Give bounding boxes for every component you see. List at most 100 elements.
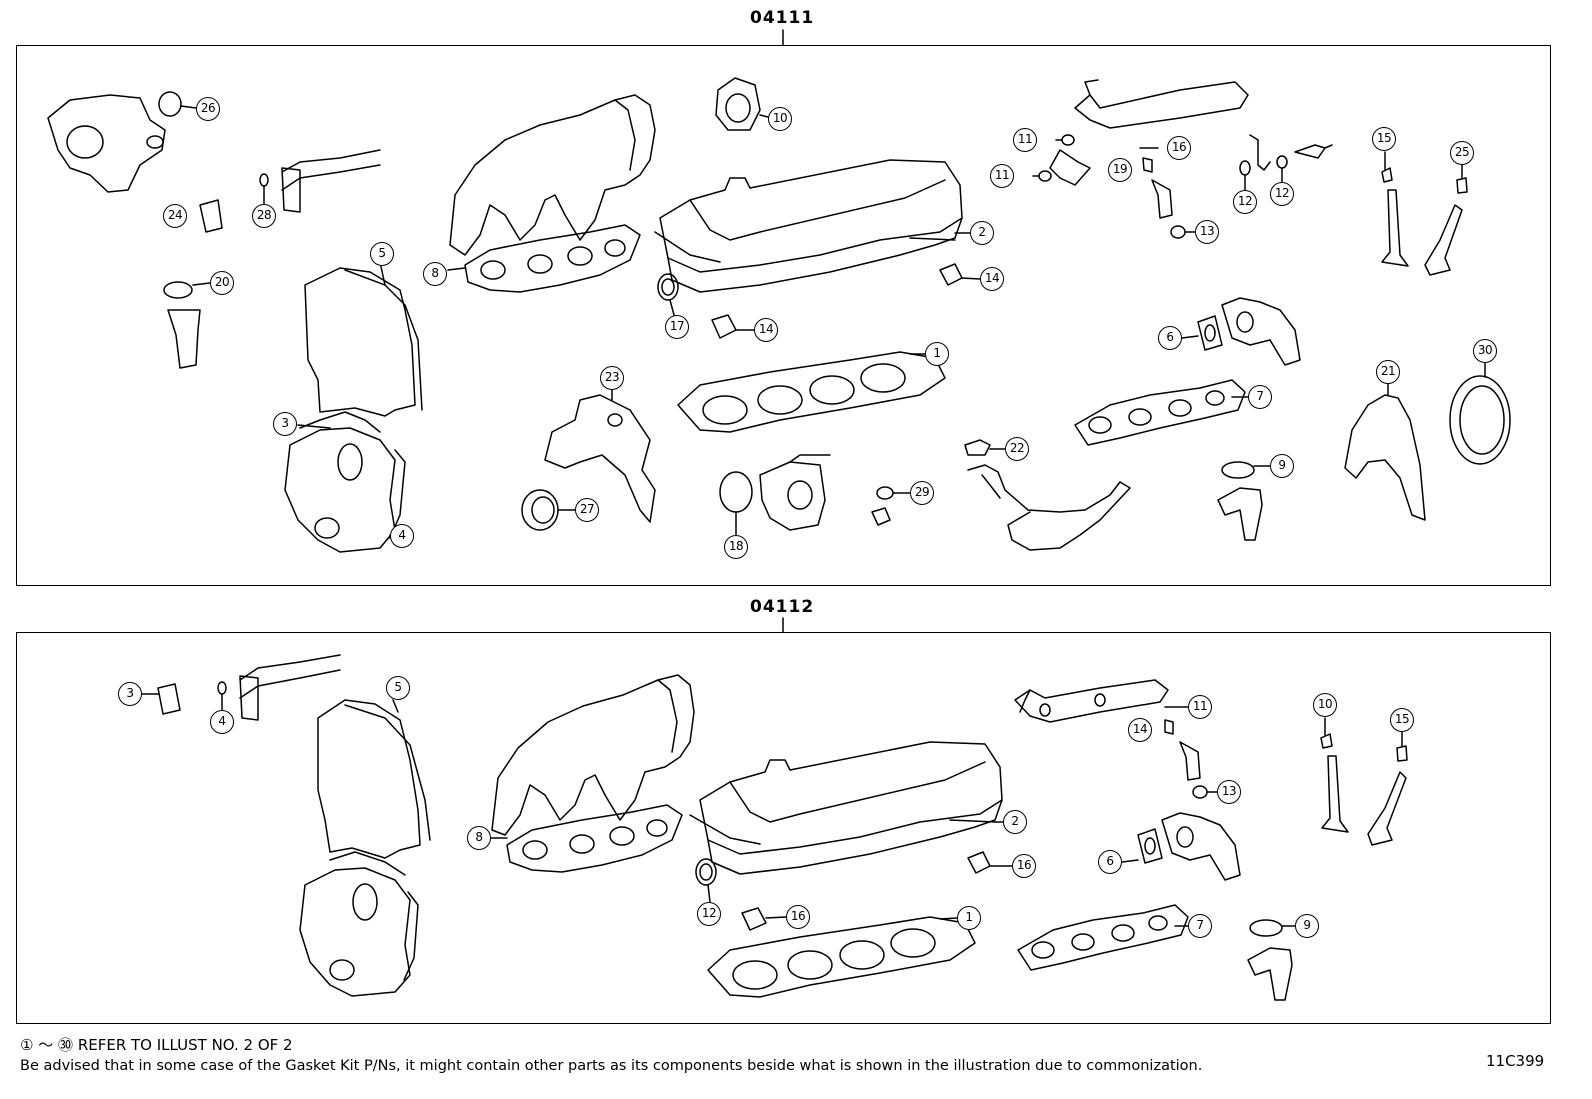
valve-seal-15-drawing	[1381, 167, 1393, 183]
callout-29: 29	[910, 481, 934, 505]
refer-range-start: ①	[20, 1036, 34, 1054]
callout-4: 4	[390, 524, 414, 548]
head-gasket-1b-drawing	[707, 916, 976, 998]
grommet-16a-drawing	[967, 851, 991, 874]
callout-p2-3: 3	[118, 682, 142, 706]
callout-p2-8: 8	[467, 826, 491, 850]
exhaust-gasket-7-drawing	[1074, 379, 1246, 446]
grommet-16b-drawing	[741, 907, 767, 931]
callout-p2-15: 15	[1390, 708, 1414, 732]
callout-30: 30	[1473, 339, 1497, 363]
washer-12a-drawing	[1239, 160, 1251, 176]
oil-filter-bracket-drawing	[759, 454, 831, 531]
gasket-3b-drawing	[157, 683, 181, 715]
callout-23: 23	[600, 366, 624, 390]
callout-27: 27	[575, 498, 599, 522]
callout-12a: 12	[1233, 190, 1257, 214]
water-outlet-drawing	[1221, 297, 1301, 366]
callout-9: 9	[1270, 454, 1294, 478]
grommet-14b-drawing	[711, 314, 737, 339]
o-ring-11b-drawing	[1038, 170, 1052, 182]
callout-p2-13: 13	[1217, 780, 1241, 804]
callout-26: 26	[196, 97, 220, 121]
callout-25: 25	[1450, 141, 1474, 165]
timing-cover-lower-b-drawing	[299, 867, 411, 997]
refer-text: REFER TO ILLUST NO. 2 OF 2	[77, 1036, 293, 1054]
oil-outlet-b-drawing	[1247, 947, 1293, 1001]
manifold-gasket-8-drawing	[464, 224, 641, 293]
valve-cover-b-drawing	[689, 741, 1003, 875]
callout-12b: 12	[1270, 182, 1294, 206]
timing-cover-upper-drawing	[304, 267, 416, 417]
advisory-note: Be advised that in some case of the Gask…	[20, 1058, 1203, 1074]
oil-outlet-drawing	[1217, 487, 1263, 541]
gasket-20-drawing	[163, 281, 193, 299]
injector-drawing	[1151, 179, 1173, 219]
washer-29-drawing	[876, 486, 894, 500]
gasket-6-drawing	[1197, 315, 1223, 351]
water-pipe-b-drawing	[217, 654, 341, 721]
gasket-23-drawing	[544, 394, 656, 523]
callout-2: 2	[970, 221, 994, 245]
valve-seal-25-drawing	[1456, 177, 1468, 194]
fuel-hose-drawing	[1049, 149, 1091, 186]
callout-p2-9: 9	[1295, 914, 1319, 938]
callout-11a: 11	[1013, 128, 1037, 152]
o-ring-11a-drawing	[1061, 134, 1075, 146]
insulator-19-drawing	[1142, 157, 1153, 173]
retainer-gasket-21-drawing	[1344, 394, 1426, 521]
callout-p2-16a: 16	[1012, 854, 1036, 878]
water-outlet-b-drawing	[1161, 812, 1241, 881]
water-pipe-drawing	[259, 149, 381, 213]
refer-note: ① ～ ㉚ REFER TO ILLUST NO. 2 OF 2	[20, 1034, 293, 1055]
callout-20: 20	[210, 271, 234, 295]
callout-24: 24	[163, 204, 187, 228]
callout-8: 8	[423, 262, 447, 286]
callout-3: 3	[273, 412, 297, 436]
callout-p2-6: 6	[1098, 850, 1122, 874]
gasket-9b-drawing	[1249, 919, 1283, 937]
seal-17-drawing	[657, 273, 679, 301]
illustration-code: 11C399	[1486, 1052, 1545, 1070]
insulator-14b-drawing	[1164, 719, 1174, 735]
valve-cover-drawing	[654, 159, 963, 293]
callout-p2-14: 14	[1128, 718, 1152, 742]
callout-11b: 11	[990, 164, 1014, 188]
sensor-wire-drawing	[1249, 134, 1271, 171]
intake-manifold-b-drawing	[491, 674, 695, 836]
gasket-9-drawing	[1221, 461, 1255, 479]
callout-p2-16b: 16	[786, 905, 810, 929]
callout-16: 16	[1167, 136, 1191, 160]
callout-p2-2: 2	[1003, 810, 1027, 834]
water-pump-drawing	[47, 94, 166, 193]
fuel-rail-b-drawing	[1014, 679, 1169, 723]
washer-12b-drawing	[1276, 155, 1288, 169]
oil-strainer-drawing	[967, 464, 1131, 551]
callout-13: 13	[1195, 220, 1219, 244]
callout-p2-12: 12	[697, 902, 721, 926]
callout-14b: 14	[754, 318, 778, 342]
callout-7: 7	[1248, 385, 1272, 409]
callout-22: 22	[1005, 437, 1029, 461]
callout-15: 15	[1372, 127, 1396, 151]
oil-seal-30-drawing	[1449, 375, 1511, 465]
callout-6: 6	[1158, 326, 1182, 350]
valve-a-drawing	[1381, 189, 1409, 267]
callout-p2-11: 11	[1188, 695, 1212, 719]
callout-14a: 14	[980, 267, 1004, 291]
callout-17: 17	[665, 315, 689, 339]
valve-seal-15b-drawing	[1396, 745, 1408, 762]
gasket-10-drawing	[715, 77, 761, 131]
valve-b-drawing	[1424, 204, 1463, 276]
exhaust-gasket-7b-drawing	[1017, 904, 1189, 971]
valve-d-drawing	[1367, 771, 1407, 846]
callout-p2-5: 5	[386, 676, 410, 700]
o-ring-18-drawing	[719, 471, 753, 513]
injector-b-drawing	[1179, 741, 1201, 781]
callout-21: 21	[1376, 360, 1400, 384]
timing-cover-upper-b-drawing	[317, 699, 421, 859]
callout-10: 10	[768, 107, 792, 131]
head-gasket-1-drawing	[677, 351, 946, 433]
callout-1: 1	[925, 342, 949, 366]
